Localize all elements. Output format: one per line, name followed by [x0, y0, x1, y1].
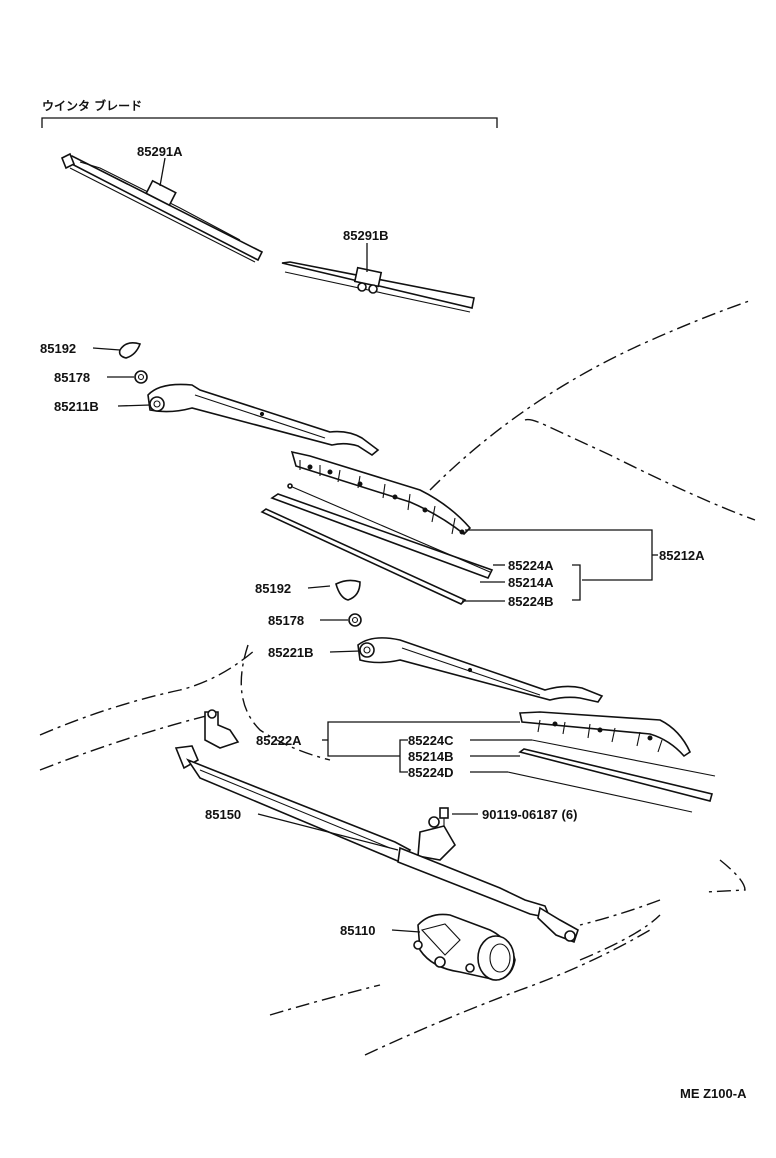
wiper-motor-85110[interactable] [413, 913, 516, 981]
pivot-cap-85192-lower[interactable] [335, 579, 361, 601]
label-85224B: 85224B [508, 594, 554, 609]
spline-85224C[interactable] [531, 739, 716, 777]
bolt-90119-06187[interactable] [439, 807, 449, 826]
blade-frame-85222A[interactable] [519, 711, 692, 758]
spline-85224B[interactable] [260, 508, 467, 605]
wiper-blade-85291B[interactable] [281, 261, 475, 313]
leader-85192-lower [307, 585, 331, 589]
leaders-85222A [322, 721, 532, 773]
label-85224C: 85224C [408, 733, 454, 748]
label-85224D: 85224D [408, 765, 454, 780]
label-85214A: 85214A [508, 575, 554, 590]
label-85150: 85150 [205, 807, 241, 822]
rubber-85214A[interactable] [270, 493, 494, 579]
wiper-arm-85221B[interactable] [357, 637, 604, 703]
blade-frame-85212A[interactable] [290, 450, 472, 536]
label-85291A: 85291A [137, 144, 183, 159]
label-85221B: 85221B [268, 645, 314, 660]
label-85211B: 85211B [54, 399, 99, 414]
nut-85178-lower[interactable] [348, 613, 362, 627]
label-85212A: 85212A [659, 548, 705, 563]
label-85192-upper: 85192 [40, 341, 76, 356]
label-85192-lower: 85192 [255, 581, 291, 596]
wiper-arm-85211B[interactable] [147, 383, 380, 456]
leader-85110 [391, 929, 421, 933]
vehicle-outline [39, 299, 756, 1056]
spline-85224D[interactable] [507, 771, 693, 813]
diagram-code: ME Z100-A [680, 1086, 747, 1101]
wiper-blade-85291A[interactable] [60, 152, 264, 263]
leader-85211B [117, 404, 151, 407]
rubber-85214B[interactable] [518, 748, 713, 802]
pivot-cap-85192-upper[interactable] [118, 342, 142, 359]
label-85110: 85110 [340, 923, 375, 938]
label-85214B: 85214B [408, 749, 454, 764]
leader-85221B [329, 650, 361, 653]
label-85178-lower: 85178 [268, 613, 304, 628]
label-90119-06187: 90119-06187 (6) [482, 807, 577, 822]
title-bracket [41, 117, 498, 128]
label-85291B: 85291B [343, 228, 389, 243]
leader-85192-upper [92, 347, 121, 351]
wiper-link-85150[interactable] [174, 709, 579, 944]
leader-85291A [159, 157, 166, 187]
label-85222A: 85222A [256, 733, 302, 748]
spline-85224A[interactable] [287, 483, 491, 573]
leader-85150 [257, 813, 399, 851]
diagram-title: ウインタ ブレード [42, 98, 142, 113]
nut-85178-upper[interactable] [134, 370, 148, 384]
leaders-85212A [462, 529, 658, 602]
label-85224A: 85224A [508, 558, 554, 573]
label-85178-upper: 85178 [54, 370, 90, 385]
